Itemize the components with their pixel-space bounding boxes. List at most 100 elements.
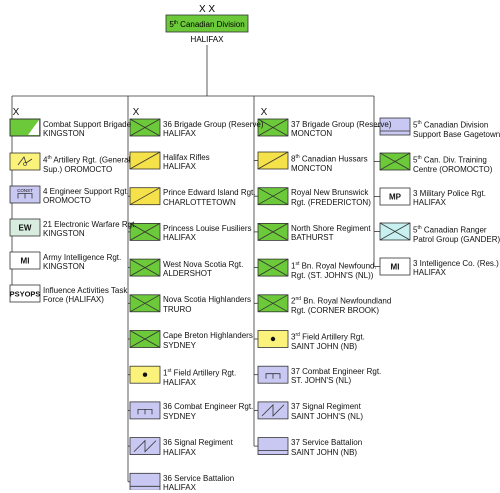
label-line-1: 3rd Field Artillery Rgt. bbox=[291, 332, 365, 342]
label-line-2: ALDERSHOT bbox=[163, 269, 212, 279]
text-mark: EW bbox=[19, 224, 32, 233]
label-line-1: 5th Can. Div. Training bbox=[413, 154, 487, 165]
label-line-1: Royal New Brunswick bbox=[291, 188, 369, 198]
unit-label[interactable]: 37 Combat Engineer Rgt.ST. JOHN'S (NL) bbox=[291, 367, 381, 386]
label-line-1: 36 Signal Regiment bbox=[163, 438, 233, 448]
division-name: 5th Canadian Division bbox=[169, 20, 244, 29]
label-line-1: West Nova Scotia Rgt. bbox=[163, 259, 244, 269]
engineer-mark bbox=[17, 193, 33, 199]
brigade-header[interactable]: 37 Brigade Group (Reserve)MONCTON bbox=[291, 120, 392, 139]
label-line-2: OROMOCTO bbox=[43, 196, 91, 205]
label-line-1: 1st Field Artillery Rgt. bbox=[163, 367, 237, 378]
unit-symbol bbox=[379, 117, 411, 136]
unit-label[interactable]: 36 Combat Engineer Rgt.SYDNEY bbox=[163, 402, 253, 421]
label-line-1: 37 Combat Engineer Rgt. bbox=[291, 366, 382, 376]
text-mark: MI bbox=[391, 263, 400, 272]
label-line-2: Rgt. (FREDERICTON) bbox=[291, 197, 371, 207]
label-line-1: 3 Military Police Rgt. bbox=[413, 188, 486, 198]
label-line-2: Patrol Group (GANDER) bbox=[413, 234, 500, 244]
armour-diagonal bbox=[129, 187, 161, 206]
unit-label[interactable]: 3 Intelligence Co. (Res.)HALIFAX bbox=[413, 259, 499, 278]
label-line-1: 2nd Bn. Royal Newfoundland bbox=[291, 296, 392, 306]
label-line-1: 3 Intelligence Co. (Res.) bbox=[413, 258, 499, 268]
symbol-frame bbox=[379, 257, 411, 276]
label-line-2: KINGSTON bbox=[43, 129, 85, 138]
column-3: X bbox=[257, 107, 289, 456]
brigade-header[interactable]: 36 Brigade Group (Reserve)HALIFAX bbox=[163, 120, 264, 139]
infantry-cross-b bbox=[257, 118, 289, 137]
label-line-1: 5th Canadian Division bbox=[413, 119, 489, 130]
label-line-1: 36 Brigade Group (Reserve) bbox=[163, 119, 264, 129]
label-line-2: ST. JOHN'S (NL) bbox=[291, 376, 352, 386]
unit-label[interactable]: 21 Electronic Warfare Rgt.KINGSTON bbox=[43, 220, 137, 239]
label-line-1: 8th Canadian Hussars bbox=[291, 153, 368, 164]
division-box[interactable] bbox=[165, 14, 249, 33]
unit-label[interactable]: 3 Military Police Rgt.HALIFAX bbox=[413, 189, 486, 208]
label-line-1: Prince Edward Island Rgt. bbox=[163, 188, 256, 198]
label-line-2: SYDNEY bbox=[163, 411, 196, 421]
unit-symbol bbox=[257, 401, 289, 420]
label-line-1: 36 Combat Engineer Rgt. bbox=[163, 402, 254, 412]
symbol-frame bbox=[9, 218, 41, 237]
label-line-2: Rgt. (CORNER BROOK) bbox=[291, 306, 380, 316]
symbol-frame bbox=[257, 437, 289, 456]
label-line-2: HALIFAX bbox=[163, 447, 196, 457]
unit-symbol bbox=[129, 365, 161, 384]
unit-symbol bbox=[129, 401, 161, 420]
split-white bbox=[28, 120, 39, 135]
infantry-cross-b bbox=[257, 223, 289, 241]
unit-label[interactable]: 4 Engineer Support Rgt.OROMOCTO bbox=[43, 187, 129, 206]
artillery-ring bbox=[23, 162, 27, 166]
unit-label[interactable]: West Nova Scotia Rgt.ALDERSHOT bbox=[163, 260, 243, 279]
infantry-cross-b bbox=[129, 330, 161, 348]
unit-symbol: MI bbox=[379, 257, 411, 276]
unit-symbol: CONST bbox=[9, 185, 41, 204]
label-line-1: Combat Support Brigade bbox=[43, 119, 132, 129]
unit-symbol bbox=[129, 151, 161, 170]
label-line-2: KINGSTON bbox=[43, 229, 85, 238]
unit-label[interactable]: Prince Edward Island Rgt.CHARLOTTETOWN bbox=[163, 188, 256, 207]
signal-mark bbox=[133, 439, 157, 453]
text-mark: MI bbox=[21, 257, 30, 266]
unit-symbol bbox=[257, 222, 289, 241]
unit-label[interactable]: 1st Bn. Royal Newfound.Rgt. (ST. JOHN'S … bbox=[291, 260, 377, 281]
symbol-frame bbox=[9, 152, 41, 171]
unit-label[interactable]: 3rd Field Artillery Rgt.SAINT JOHN (NB) bbox=[291, 331, 365, 352]
unit-label[interactable]: 1st Field Artillery Rgt.HALIFAX bbox=[163, 367, 236, 388]
infantry-cross-b bbox=[129, 294, 161, 313]
unit-symbol bbox=[129, 222, 161, 241]
label-line-2: Centre (OROMOCTO) bbox=[413, 164, 493, 174]
unit-label[interactable]: Army Intelligence Rgt.KINGSTON bbox=[43, 253, 121, 272]
unit-symbol bbox=[129, 258, 161, 277]
unit-symbol bbox=[9, 152, 41, 171]
label-line-1: 5th Canadian Ranger bbox=[413, 224, 487, 235]
artillery-dot bbox=[142, 372, 148, 377]
unit-symbol: PSYOPS bbox=[10, 284, 40, 303]
label-line-1: 36 Service Battalion bbox=[163, 473, 235, 483]
infantry-cross-b bbox=[257, 258, 289, 277]
const-mark: CONST bbox=[17, 188, 33, 193]
label-line-2: SAINT JOHN'S (NL) bbox=[291, 411, 364, 421]
